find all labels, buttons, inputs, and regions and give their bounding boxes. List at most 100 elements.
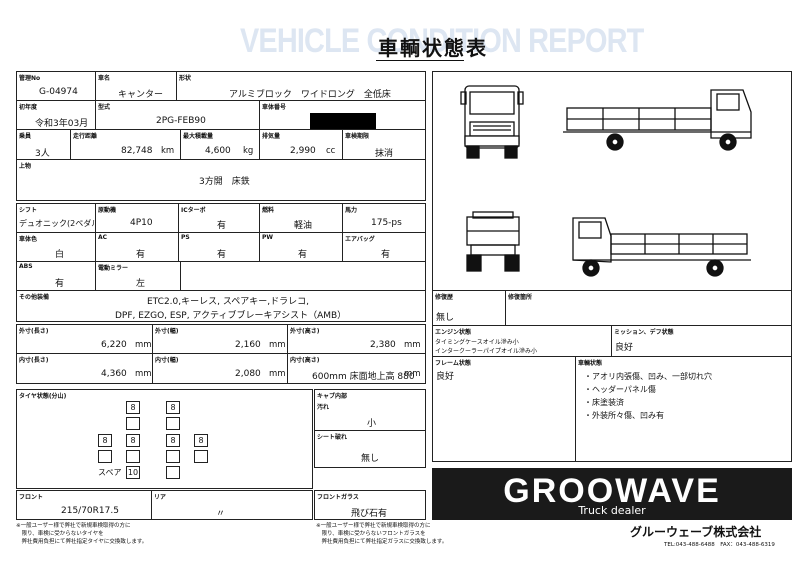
seat-value: 無し — [361, 454, 380, 464]
cell-katashiki: 型式 2PG-FEB90 — [95, 100, 260, 130]
watermark: VEHICLE CONDITION REPORT — [240, 22, 644, 60]
engine-line1: タイミングケースオイル滲み小 — [435, 339, 519, 346]
kensa-value: 抹消 — [375, 149, 394, 159]
damage-item: ・アオリ内張傷、凹み、一部切れ穴 — [584, 372, 712, 381]
shonendo-value: 令和3年03月 — [35, 119, 89, 129]
cell-ic-turbo: ICターボ 有 — [178, 203, 260, 233]
tire-front-left: 8 — [126, 401, 140, 414]
cell-gai-taka: 外寸(高さ) 2,380 mm — [287, 324, 426, 354]
truck-diagram-frame — [432, 71, 792, 291]
cell-tire: タイヤ状態(分山) — [16, 389, 313, 489]
tire-rear-outer-left: 8 — [98, 434, 112, 447]
truck-rear-view — [466, 211, 520, 272]
tire-front-right-2 — [166, 417, 180, 430]
cell-frame: フレーム状態 良好 — [432, 356, 576, 462]
cell-rear-tire: リア 〃 — [151, 490, 313, 520]
cell-jouso: 上物 3方開 床鉄 — [16, 159, 426, 201]
cell-gendoki: 原動機 4P10 — [95, 203, 179, 233]
cell-nai-naga: 内寸(長さ) 4,360 mm — [16, 353, 153, 384]
ps-value: 有 — [217, 250, 227, 260]
tire-spare-2 — [166, 466, 180, 479]
tire-rear-inner-left-2 — [126, 450, 140, 463]
tire-rear-outer-left-2 — [98, 450, 112, 463]
haiki-value: 2,990 — [290, 146, 316, 156]
ic-turbo-value: 有 — [217, 221, 227, 231]
keijo-value: アルミブロック ワイドロング 全低床 — [229, 90, 391, 100]
tire-front-left-2 — [126, 417, 140, 430]
cell-kyori: 走行距離 82,748 km — [70, 129, 181, 160]
gai-taka-value: 2,380 — [370, 340, 396, 350]
shuufuku-reki-value: 無し — [436, 313, 455, 323]
sonota-line2: DPF, EZGO, ESP, アクティブブレーキアシスト（AMB） — [115, 311, 347, 321]
note-glass: ※一般ユーザー様で弊社で新規車検取得の方に 限り、車検に受からないフロントガラス… — [316, 523, 448, 545]
company-tel: TEL:043-488-6488 FAX：043-488-6319 — [664, 542, 775, 548]
cell-shonendo: 初年度 令和3年03月 — [16, 100, 96, 130]
mission-value: 良好 — [615, 343, 634, 353]
kanri-no-value: G-04974 — [39, 87, 78, 97]
cell-pw: PW 有 — [259, 232, 343, 262]
damage-item: ・床塗装済 — [584, 398, 624, 407]
tire-rear-outer-right-2 — [194, 450, 208, 463]
tire-spare: 10 — [126, 466, 140, 479]
redacted-vin — [310, 113, 376, 129]
cell-mirror: 電動ミラー 左 — [95, 261, 181, 291]
abs-value: 有 — [55, 279, 65, 289]
shift-value: デュオニック(2ペダル) — [19, 219, 103, 228]
cell-haiki: 排気量 2,990 cc — [259, 129, 343, 160]
damage-list: ・アオリ内張傷、凹み、一部切れ穴 ・ヘッダーパネル傷 ・床塗装済 ・外装所々傷、… — [584, 370, 712, 422]
kyori-value: 82,748 — [121, 146, 153, 156]
cell-sekisai: 最大積載量 4,600 kg — [180, 129, 260, 160]
brand-logo-box: GROOWAVE Truck dealer — [432, 468, 792, 520]
sonota-line1: ETC2.0,キーレス, スペアキー,ドラレコ, — [147, 297, 309, 307]
spare-label: スペア — [98, 468, 122, 477]
cell-blank-r7 — [180, 261, 426, 291]
nenryo-value: 軽油 — [294, 221, 313, 231]
ac-value: 有 — [136, 250, 146, 260]
note-tire: ※一般ユーザー様で弊社で新規車検取得の方に 限り、車検に受からないタイヤを 弊社… — [16, 523, 148, 545]
cell-shatai-jotai: 車輌状態 — [575, 356, 792, 462]
truck-diagram — [460, 85, 752, 277]
cell-sonota: その他装備 ETC2.0,キーレス, スペアキー,ドラレコ, DPF, EZGO… — [16, 290, 426, 322]
cell-gai-naga: 外寸(長さ) 6,220 mm — [16, 324, 153, 354]
sekisai-value: 4,600 — [205, 146, 231, 156]
jouso-value: 3方開 床鉄 — [199, 177, 250, 187]
cell-nenryo: 燃料 軽油 — [259, 203, 343, 233]
cell-mission: ミッション、デフ状態 良好 — [611, 325, 792, 357]
truck-front-view — [460, 85, 524, 159]
frame-value: 良好 — [436, 372, 455, 382]
pw-value: 有 — [298, 250, 308, 260]
nai-taka-value: 600mm 床面地上高 880 — [312, 372, 415, 382]
tire-front-right: 8 — [166, 401, 180, 414]
truck-side-view-right — [563, 89, 752, 151]
cell-glass: フロントガラス 飛び石有 — [314, 490, 426, 520]
mirror-value: 左 — [136, 279, 146, 289]
cell-bariki: 馬力 175-ps — [342, 203, 426, 233]
cell-seat: シート破れ 無し — [314, 430, 426, 468]
bariki-value: 175-ps — [371, 218, 402, 228]
cell-shift: シフト デュオニック(2ペダル) — [16, 203, 102, 233]
shamei-value: キャンター — [118, 90, 164, 100]
brand-logo: GROOWAVE — [503, 472, 721, 510]
katashiki-value: 2PG-FEB90 — [156, 116, 206, 126]
company-name: グルーウェーブ株式会社 — [630, 525, 762, 539]
cell-kanri-no: 管理No G-04974 — [16, 71, 96, 101]
truck-side-view-left — [572, 217, 751, 277]
cell-gai-haba: 外寸(幅) 2,160 mm — [152, 324, 288, 354]
cell-keijo: 形状 アルミブロック ワイドロング 全低床 — [176, 71, 426, 101]
title-underline — [376, 60, 464, 61]
cell-shuufuku-basho: 修復箇所 — [505, 290, 792, 326]
damage-item: ・外装所々傷、凹み有 — [584, 411, 664, 420]
gai-naga-value: 6,220 — [101, 340, 127, 350]
cell-shuufuku-reki: 修復歴 無し — [432, 290, 506, 326]
gai-haba-value: 2,160 — [235, 340, 261, 350]
tire-rear-inner-right-2 — [166, 450, 180, 463]
cell-engine: エンジン状態 タイミングケースオイル滲み小 インタークーラーパイプオイル滲み小 — [432, 325, 612, 357]
cell-shamei: 車名 キャンター — [95, 71, 177, 101]
join-value: 3人 — [35, 149, 50, 159]
damage-item: ・ヘッダーパネル傷 — [584, 385, 656, 394]
cell-nai-taka: 内寸(高さ) 600mm 床面地上高 880 mm — [287, 353, 426, 384]
cell-kensa: 車検期限 抹消 — [342, 129, 426, 160]
cell-ac: AC 有 — [95, 232, 179, 262]
cell-ps: PS 有 — [178, 232, 260, 262]
cell-front-tire: フロント 215/70R17.5 — [16, 490, 152, 520]
